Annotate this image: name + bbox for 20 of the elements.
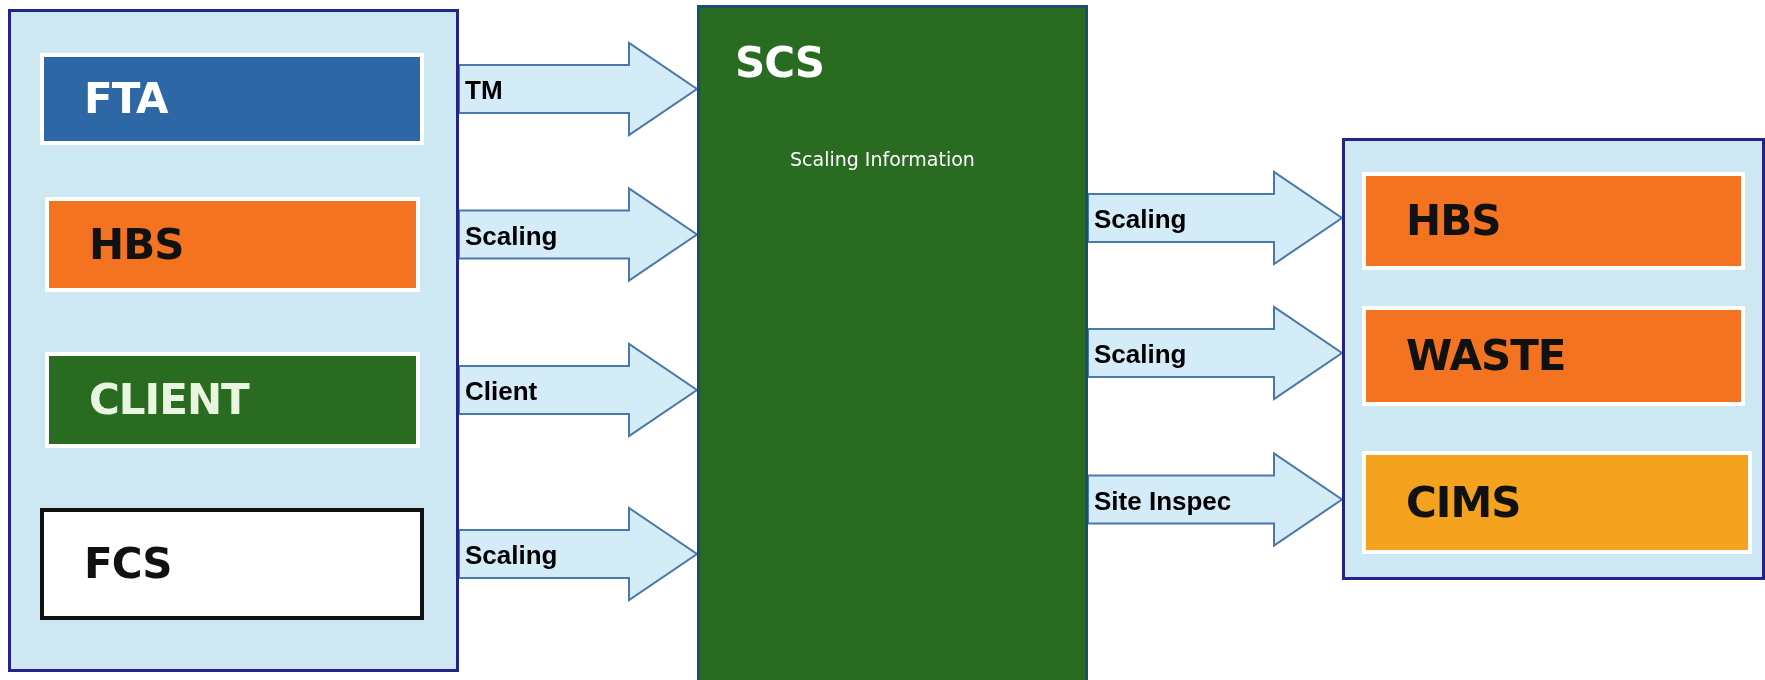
panel-background — [1342, 138, 1765, 580]
system-name: SCS — [735, 38, 825, 87]
system-name: FTA — [84, 74, 168, 123]
system-name: CLIENT — [89, 375, 249, 424]
system-box — [45, 352, 420, 448]
system-box — [1362, 306, 1745, 406]
system-name: FCS — [84, 539, 172, 588]
system-name: CIMS — [1406, 477, 1521, 527]
system-box — [40, 53, 424, 145]
system-box — [40, 508, 424, 620]
system-name: HBS — [1406, 196, 1501, 245]
system-name: WASTE — [1406, 331, 1566, 380]
system-description: Scaling Information — [790, 148, 975, 170]
system-name: HBS — [89, 219, 184, 269]
central-system-box — [697, 5, 1088, 680]
system-box — [1362, 451, 1752, 554]
system-box — [1362, 172, 1745, 270]
panel-background — [8, 9, 459, 672]
block-arrow — [458, 41, 699, 137]
system-box — [45, 197, 420, 292]
